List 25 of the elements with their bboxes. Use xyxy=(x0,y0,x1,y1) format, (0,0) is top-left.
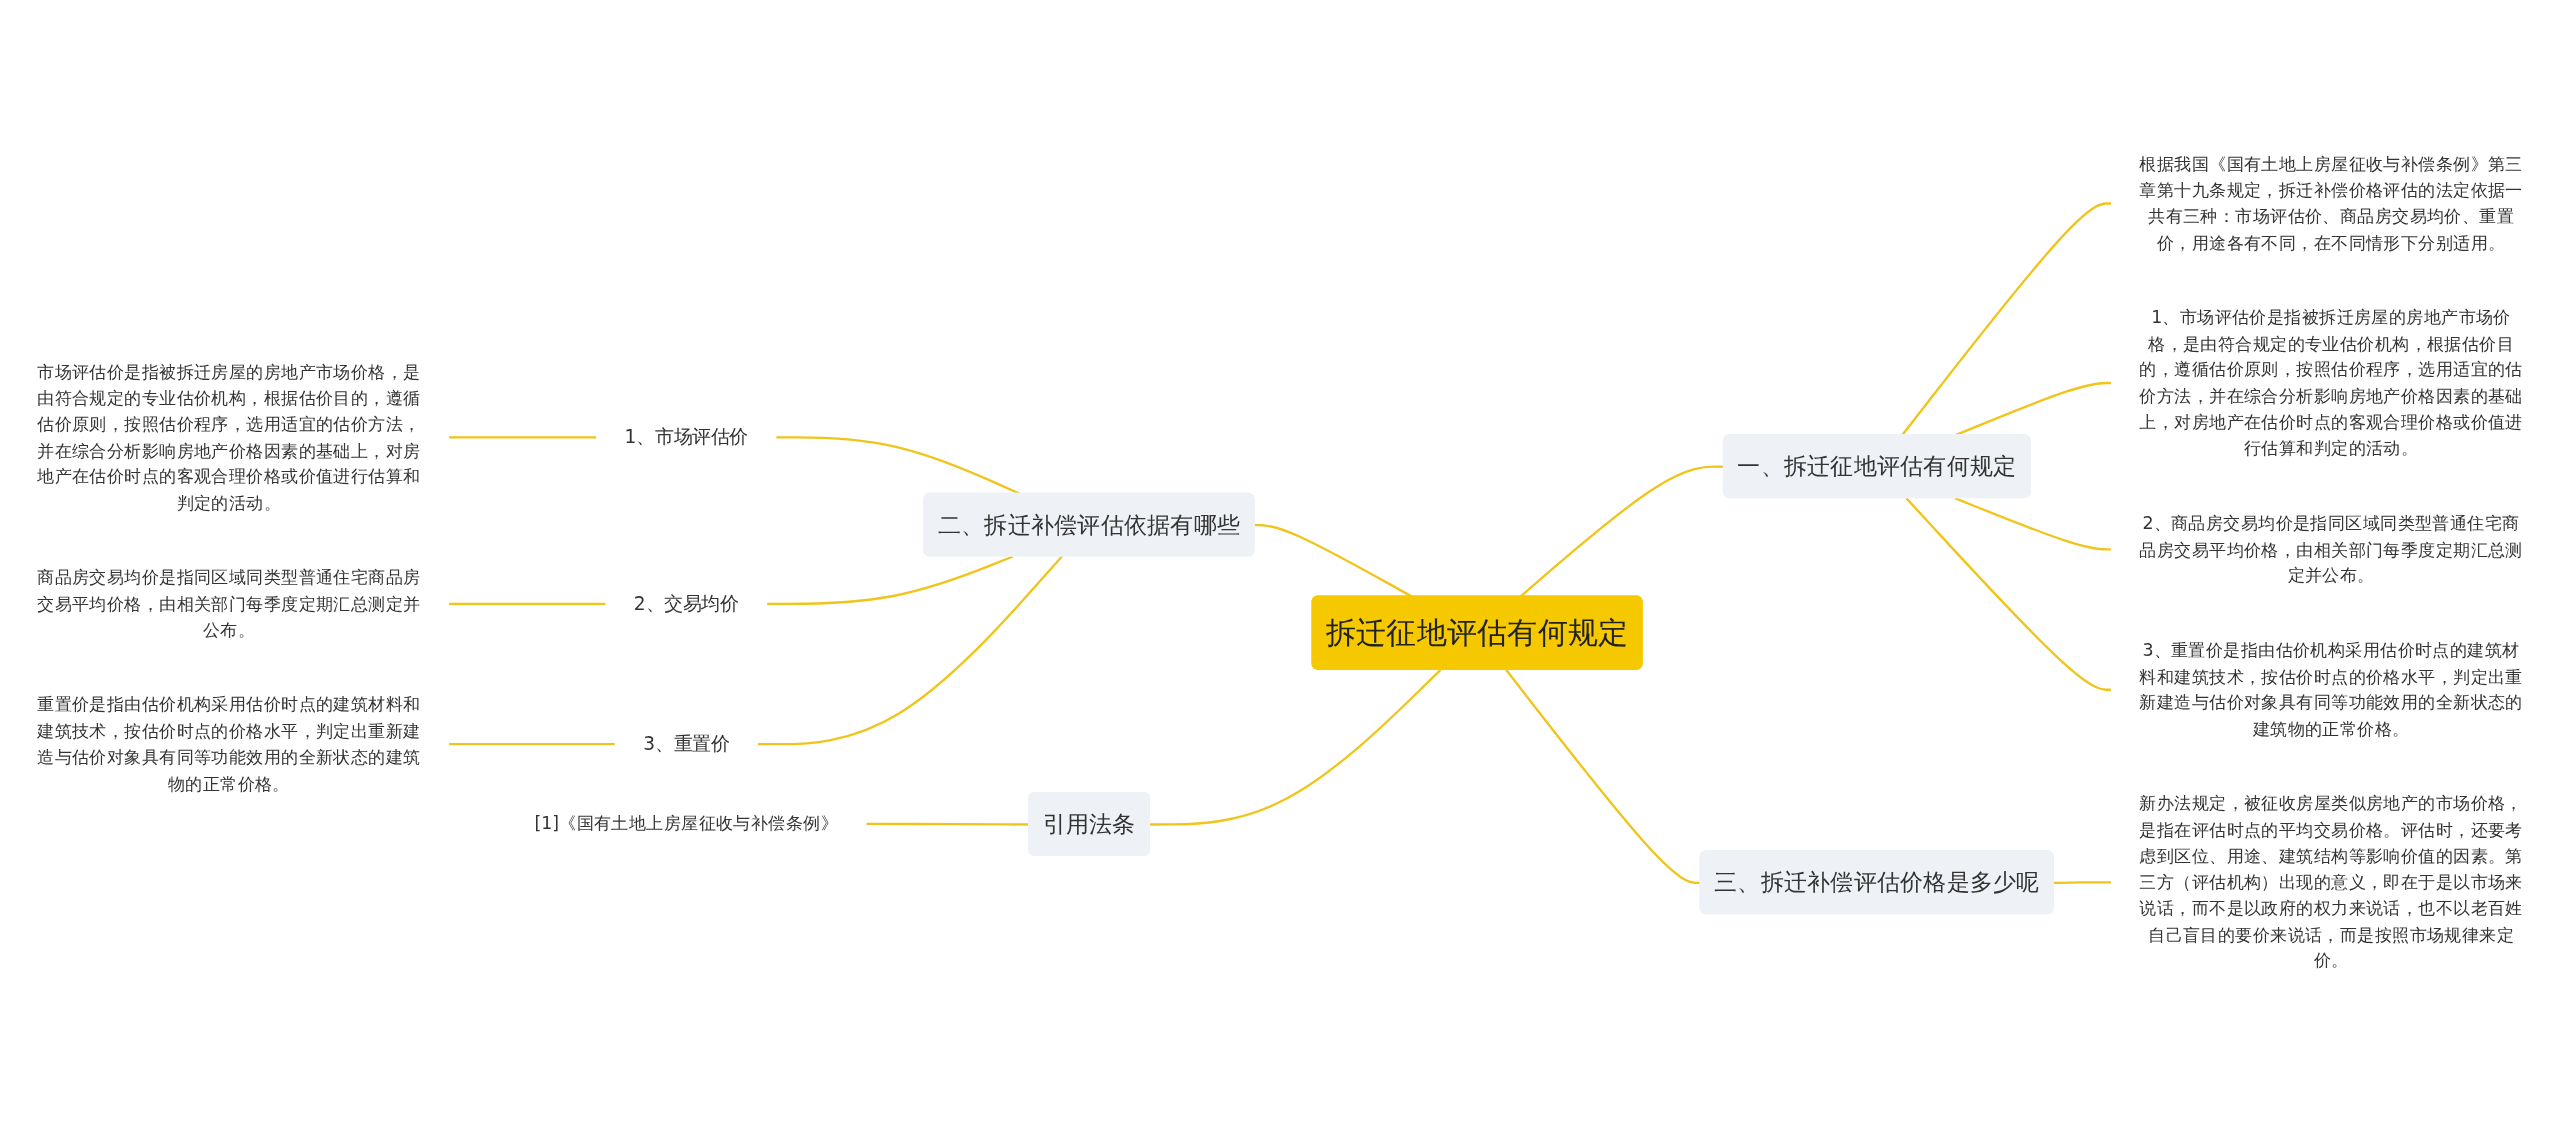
node-text: 商品房交易均价是指同区域同类型普通住宅商品房交易平均价格，由相关部门每季度定期汇总测定并公布。 xyxy=(37,567,421,641)
node-text: 1、市场评估价 xyxy=(624,425,748,448)
connector xyxy=(766,555,1014,606)
connector xyxy=(1954,497,2112,551)
node-text: 新办法规定，被征收房屋类似房地产的市场价格，是指在评估时点的平均交易价格。评估时，还要考虑到区位、用途、建筑结构等影响价值的因素。第三方（评估机构）出现的意义，即在于是以市场来说话，而不是以政府的权力来说话，也不以老百姓自己盲目的要价来说话，而是按照市场规律来定价。 xyxy=(2139,793,2523,971)
node-text: 2、商品房交易均价是指同区域同类型普通住宅商品房交易平均价格，由相关部门每季度定期汇总测定并公布。 xyxy=(2139,512,2523,586)
connector xyxy=(448,743,616,746)
node-text: 3、重置价是指由估价机构采用估价时点的建筑材料和建筑技术，按估价时点的价格水平，判定出重新建造与估价对象具有同等功能效用的全新状态的建筑物的正常价格。 xyxy=(2139,639,2523,740)
node-text: 3、重置价 xyxy=(643,732,730,755)
node-text: 市场评估价是指被拆迁房屋的房地产市场价格，是由符合规定的专业估价机构，根据估价目的，遵循估价原则，按照估价程序，选用适宜的估价方法，并在综合分析影响房地产价格因素的基础上，对房地产在估价时点的客观合理价格或价值进行估算和判定的活动。 xyxy=(37,361,421,513)
node-text: 1、市场评估价是指被拆迁房屋的房地产市场价格，是由符合规定的专业估价机构，根据估价目的，遵循估价原则，按照估价程序，选用适宜的估价方法，并在综合分析影响房地产价格因素的基础上，对房地产在估价时点的客观合理价格或价值进行估算和判定的活动。 xyxy=(2139,306,2523,459)
connector xyxy=(757,555,1063,746)
node-text: 根据我国《国有土地上房屋征收与补偿条例》第三章第十九条规定，拆迁补偿价格评估的法定依据一共有三种：市场评估价、商品房交易均价、重置价，用途各有不同，在不同情形下分别适用。 xyxy=(2139,153,2523,253)
connector xyxy=(448,436,597,439)
connector xyxy=(1905,497,2112,691)
connector xyxy=(2053,881,2112,885)
node-text: [1]《国有土地上房屋征收与补偿条例》 xyxy=(534,813,839,835)
node-text: 重置价是指由估价机构采用估价时点的建筑材料和建筑技术，按估价时点的价格水平，判定出重新建造与估价对象具有同等功能效用的全新状态的建筑物的正常价格。 xyxy=(37,694,421,794)
connector xyxy=(1519,465,1724,598)
connector xyxy=(1505,669,1701,885)
connector xyxy=(448,602,606,606)
connector xyxy=(1254,523,1413,598)
connector xyxy=(1150,669,1442,826)
node-text: 2、交易均价 xyxy=(633,592,739,615)
connector xyxy=(775,436,1021,495)
